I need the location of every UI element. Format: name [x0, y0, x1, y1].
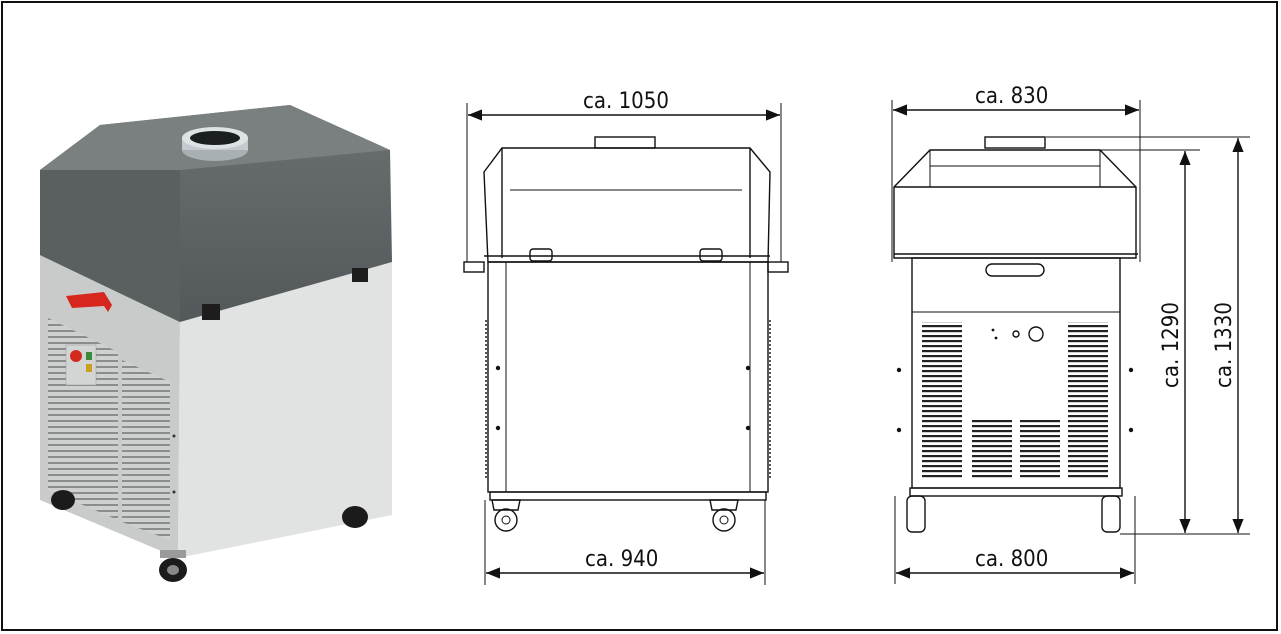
product-render: [40, 105, 392, 582]
side-view: [891, 100, 1250, 584]
front-view: [463, 103, 789, 585]
label-height-total: ca. 1330: [1212, 302, 1237, 388]
label-front-width: ca. 1050: [583, 89, 669, 114]
label-side-width: ca. 830: [975, 84, 1048, 109]
red-handle-icon: [66, 292, 112, 312]
label-front-base: ca. 940: [585, 547, 658, 572]
emergency-stop-icon: [70, 350, 82, 362]
label-side-base: ca. 800: [975, 547, 1048, 572]
label-height-lid: ca. 1290: [1159, 302, 1184, 388]
